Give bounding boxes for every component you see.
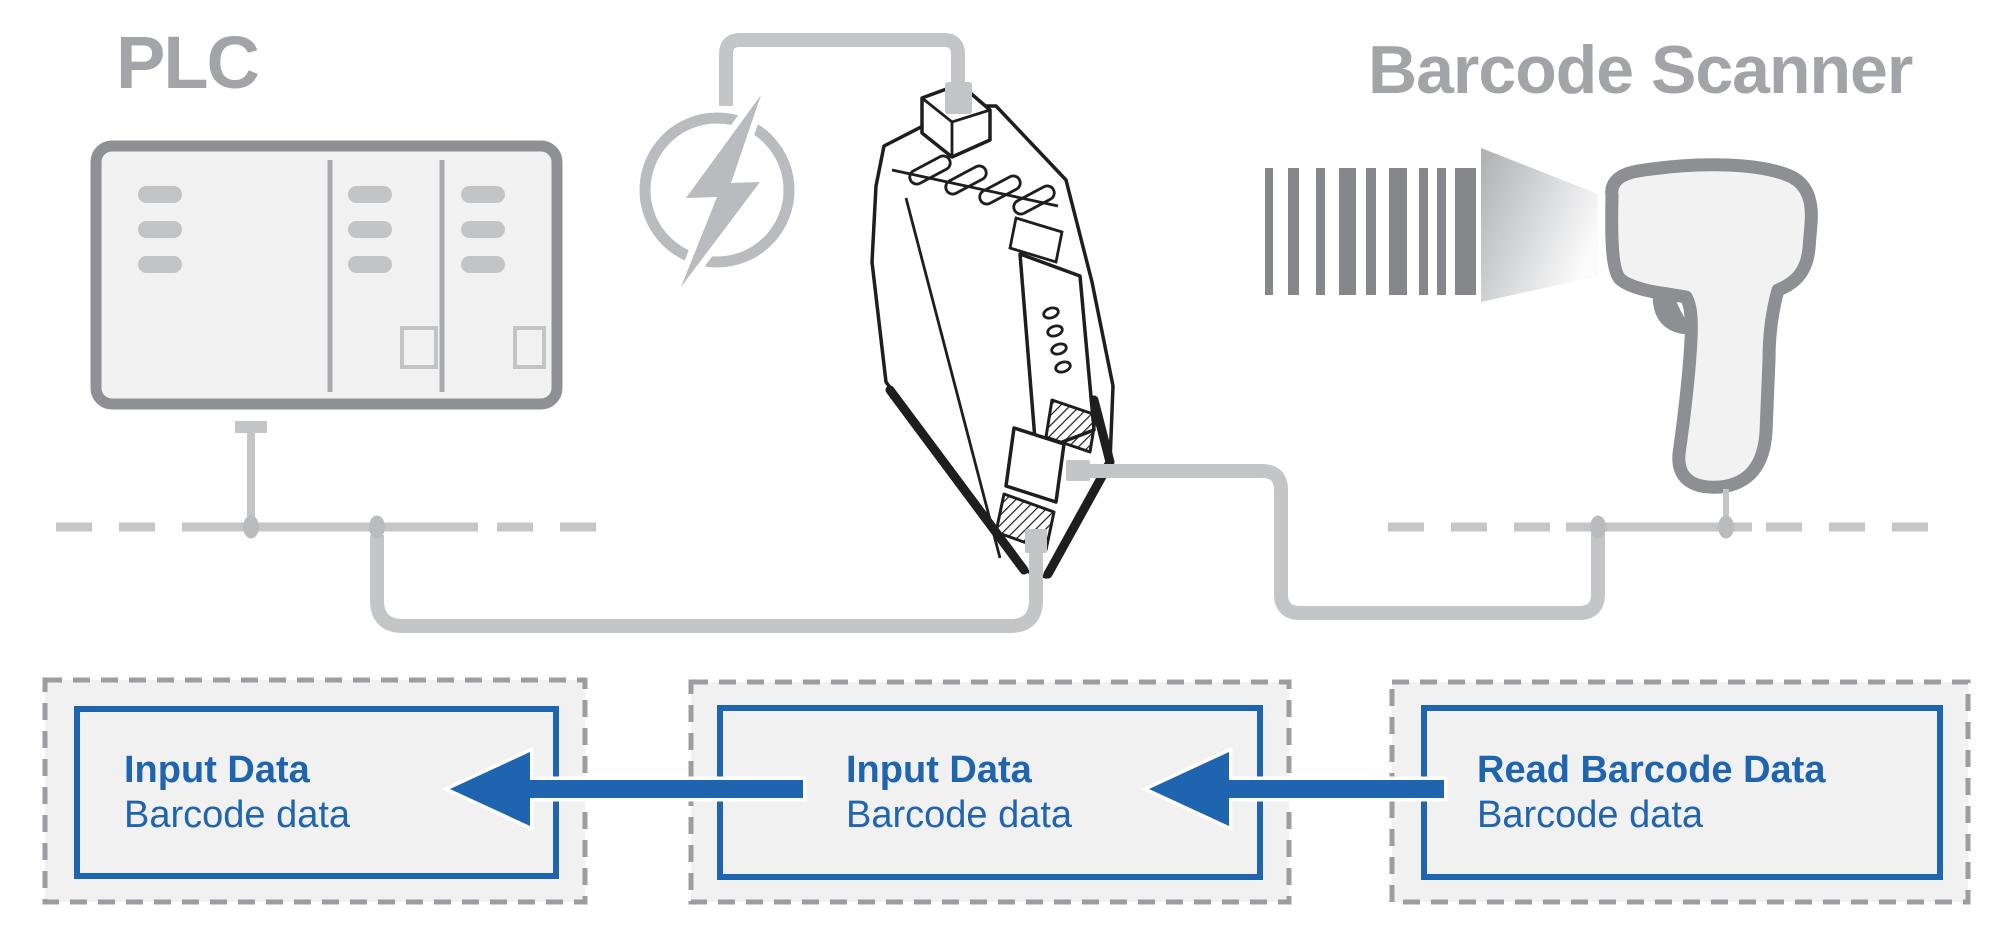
gateway-power-connector xyxy=(920,82,992,159)
barcode-scanner-heading: Barcode Scanner xyxy=(1368,32,1913,108)
bus-junction-dots xyxy=(243,515,1734,539)
plc-led-pills xyxy=(138,186,505,273)
data-box-plc-title: Input Data xyxy=(124,749,310,791)
data-flow-arrows xyxy=(441,746,1448,832)
gateway-status-leds xyxy=(1042,306,1072,374)
arrow-left-icon-gateway-to-plc xyxy=(441,746,807,832)
scanner-beam xyxy=(1481,148,1598,302)
data-box-gateway-subtitle: Barcode data xyxy=(846,794,1073,836)
gateway-device-illustration xyxy=(870,82,1115,579)
arrow-left-icon-scanner-to-gateway xyxy=(1140,746,1448,832)
data-box-gateway-text: Input Data Barcode data xyxy=(846,748,1072,838)
data-box-scanner-title: Read Barcode Data xyxy=(1477,749,1826,791)
data-box-plc-subtitle: Barcode data xyxy=(124,794,351,836)
ethernet-cable-plc xyxy=(370,529,1047,633)
ethernet-cable-scanner xyxy=(1066,460,1605,620)
data-box-scanner-text: Read Barcode Data Barcode data xyxy=(1477,748,1825,838)
barcode-scanner-icon xyxy=(1605,158,1818,524)
scanner-trigger xyxy=(1652,290,1695,335)
lightning-icon xyxy=(639,88,795,294)
data-box-scanner xyxy=(1389,679,1971,905)
data-box-scanner-subtitle: Barcode data xyxy=(1477,794,1704,836)
data-box-gateway-title: Input Data xyxy=(846,749,1032,791)
gateway-vent-slots xyxy=(908,154,1056,216)
power-cable xyxy=(719,33,965,106)
barcode-icon xyxy=(1265,168,1476,295)
data-box-plc-text: Input Data Barcode data xyxy=(124,748,350,838)
plc-icon xyxy=(90,140,563,523)
plc-heading: PLC xyxy=(116,21,260,104)
